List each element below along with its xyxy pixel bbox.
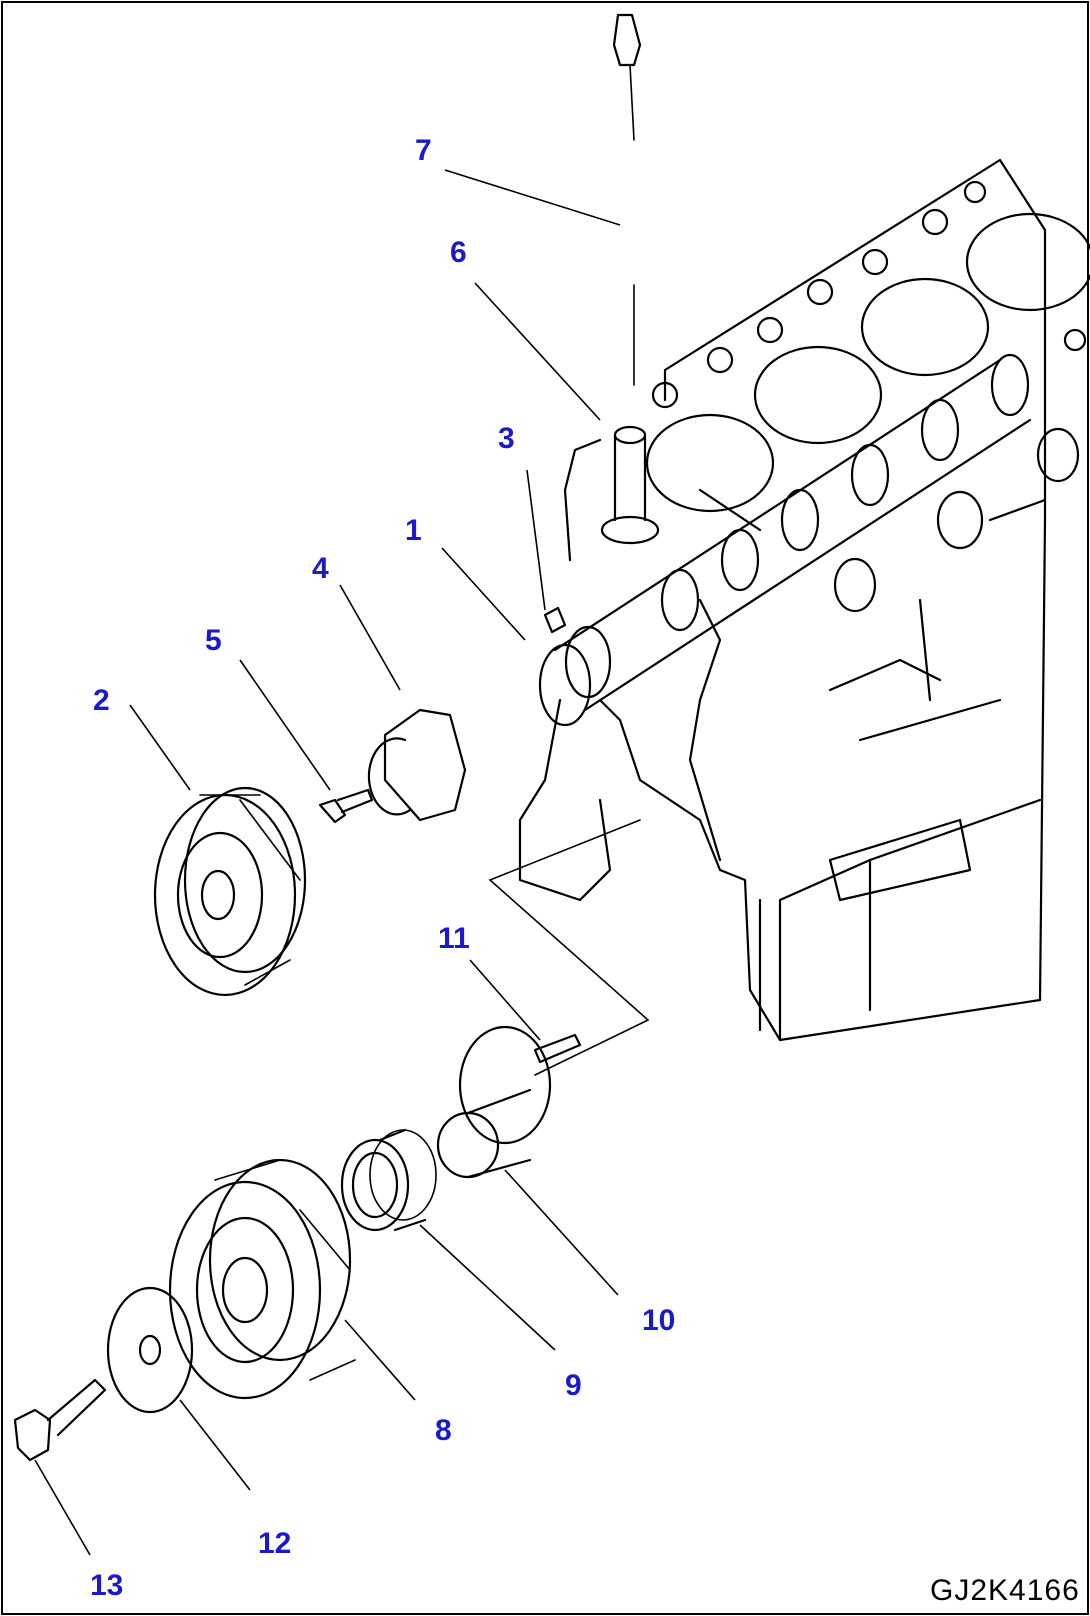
tappet bbox=[600, 425, 660, 545]
callout-7: 7 bbox=[415, 134, 432, 167]
callout-2: 2 bbox=[93, 684, 110, 717]
callout-10: 10 bbox=[642, 1304, 675, 1337]
bushing bbox=[340, 1128, 437, 1232]
callout-3: 3 bbox=[498, 422, 515, 455]
camshaft bbox=[538, 353, 1032, 727]
washer bbox=[106, 1286, 194, 1414]
callout-13: 13 bbox=[90, 1569, 123, 1602]
callout-11: 11 bbox=[438, 922, 470, 955]
thrust-plate bbox=[367, 708, 467, 822]
callout-6: 6 bbox=[450, 236, 467, 269]
engine-block bbox=[518, 158, 1090, 1042]
idler-shaft bbox=[436, 819, 650, 1179]
callout-9: 9 bbox=[565, 1369, 582, 1402]
bolt-large bbox=[13, 1378, 107, 1462]
leader-lines bbox=[34, 169, 621, 1556]
key-pin bbox=[533, 1033, 582, 1064]
cam-gear bbox=[153, 786, 307, 997]
callout-8: 8 bbox=[435, 1414, 452, 1447]
drawing-code: GJ2K4166 bbox=[930, 1574, 1080, 1607]
bolt bbox=[318, 788, 374, 824]
idler-gear bbox=[168, 1158, 356, 1400]
callout-5: 5 bbox=[205, 624, 222, 657]
callout-12: 12 bbox=[258, 1527, 291, 1560]
callout-1: 1 bbox=[405, 514, 422, 547]
push-rod bbox=[612, 13, 642, 386]
pin bbox=[543, 606, 567, 634]
callout-4: 4 bbox=[312, 552, 329, 585]
